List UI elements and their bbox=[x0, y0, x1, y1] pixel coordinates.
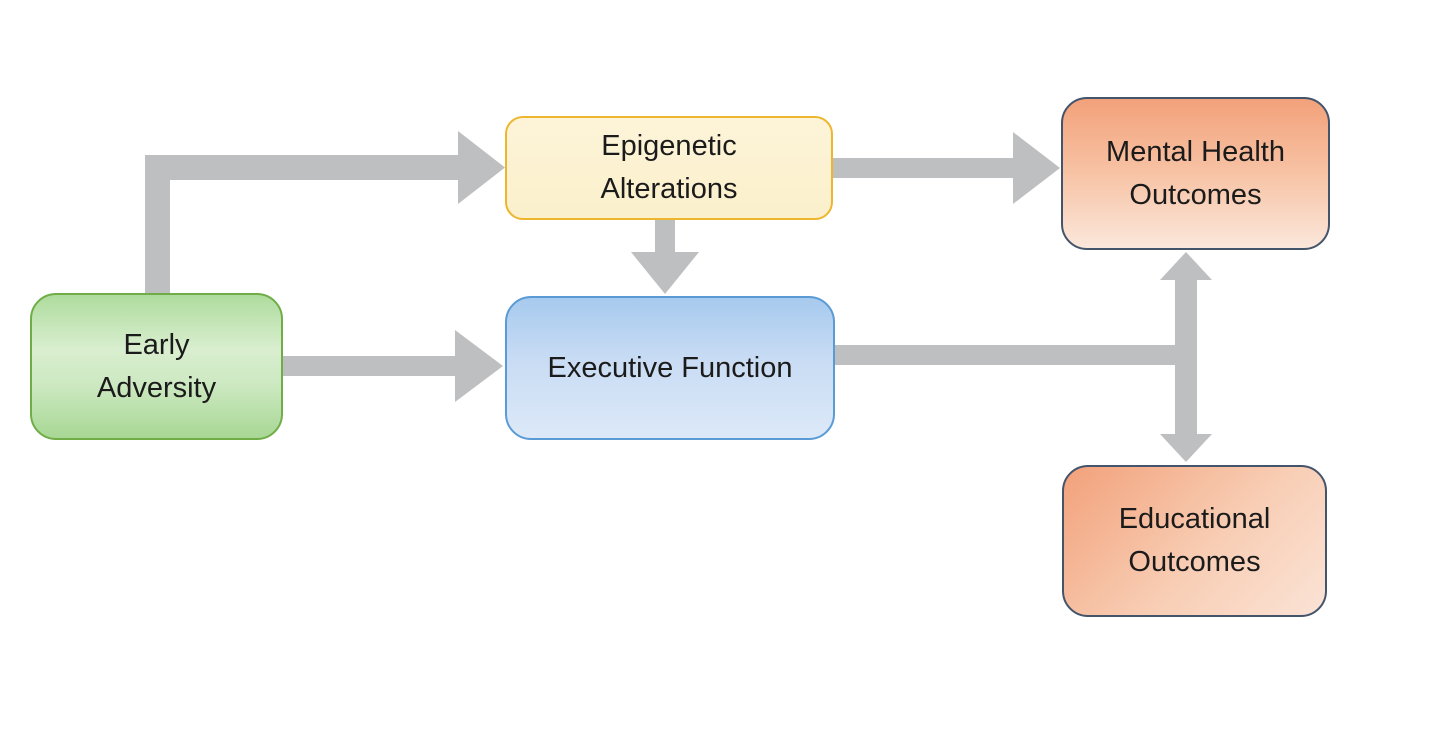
node-mental-health-outcomes: Mental Health Outcomes bbox=[1061, 97, 1330, 250]
node-educational-outcomes-label: Educational Outcomes bbox=[1118, 503, 1271, 578]
arrow-mental-educational-bidirectional bbox=[1160, 252, 1212, 462]
node-executive-function-label: Executive Function bbox=[547, 351, 793, 384]
arrow-epigenetic-to-executive bbox=[631, 220, 699, 294]
node-early-adversity: Early Adversity bbox=[30, 293, 283, 440]
node-epigenetic-alterations: Epigenetic Alterations bbox=[505, 116, 833, 220]
node-educational-outcomes: Educational Outcomes bbox=[1062, 465, 1327, 617]
node-early-adversity-label: Early Adversity bbox=[96, 328, 217, 404]
connector-executive-to-junction bbox=[835, 345, 1197, 365]
node-executive-function: Executive Function bbox=[505, 296, 835, 440]
arrow-epigenetic-to-mental bbox=[833, 132, 1060, 204]
arrow-early-to-executive bbox=[283, 330, 503, 402]
arrow-early-to-epigenetic bbox=[145, 131, 505, 293]
node-epigenetic-alterations-label: Epigenetic Alterations bbox=[600, 130, 738, 205]
node-mental-health-outcomes-label: Mental Health Outcomes bbox=[1106, 135, 1285, 211]
